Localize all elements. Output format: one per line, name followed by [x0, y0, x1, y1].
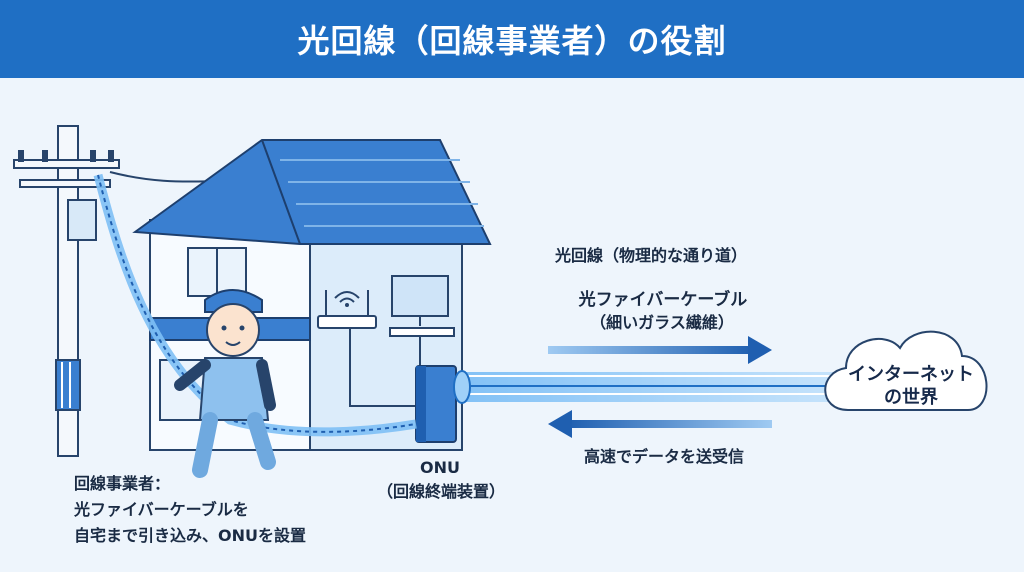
- arrow-send: [548, 336, 772, 364]
- onu-sub-label: （回線終端装置）: [376, 482, 505, 501]
- computer-icon: [389, 275, 455, 337]
- fiber-cable-label: 光ファイバーケーブル: [578, 290, 748, 310]
- fiber-cable-sub-label: （細いガラス繊維）: [590, 313, 734, 332]
- house: [132, 139, 492, 451]
- page-title: 光回線（回線事業者）の役割: [297, 22, 727, 60]
- internet-cloud: [824, 330, 988, 411]
- optical-line-label: 光回線（物理的な通り道）: [554, 246, 747, 265]
- fiber-beam: [453, 370, 840, 404]
- header-bar: 光回線（回線事業者）の役割: [0, 0, 1024, 78]
- high-speed-label: 高速でデータを送受信: [583, 447, 744, 466]
- worker-figure: [174, 289, 276, 478]
- provider-label-line1: 回線事業者：: [74, 474, 171, 493]
- onu-label: ONU: [420, 458, 460, 477]
- internet-label: インターネット の世界: [826, 363, 996, 410]
- internet-label-line2: の世界: [884, 387, 938, 409]
- provider-label-line2: 光ファイバーケーブルを: [74, 500, 249, 519]
- internet-label-line1: インターネット: [848, 364, 974, 385]
- diagram-scene: [13, 125, 988, 478]
- router-icon: [317, 290, 377, 329]
- lan-cable: [349, 328, 420, 407]
- onu-device: [415, 365, 457, 443]
- arrow-receive: [548, 410, 772, 438]
- provider-label-line3: 自宅まで引き込み、ONUを設置: [74, 526, 306, 545]
- utility-pole: [13, 125, 256, 457]
